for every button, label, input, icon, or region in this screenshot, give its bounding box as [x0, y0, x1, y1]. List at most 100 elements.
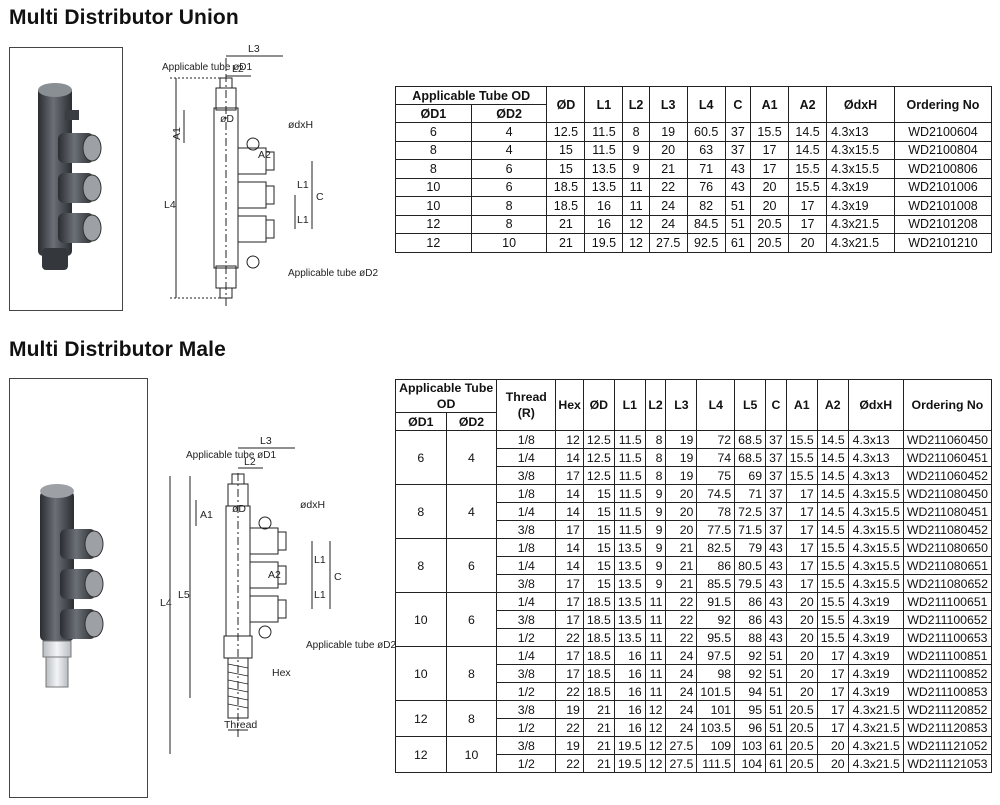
table-cell: 27.5 [665, 736, 698, 755]
table-cell: 15 [546, 159, 586, 179]
table-cell: 15.5 [785, 448, 818, 467]
table-cell: 51 [724, 196, 752, 216]
table-cell: WD2101006 [893, 177, 993, 197]
table-cell: WD2101210 [893, 233, 993, 253]
table-cell: 15 [582, 538, 615, 557]
table-cell: 43 [765, 538, 787, 557]
table-cell: 18.5 [582, 682, 615, 701]
table-cell: 37 [765, 448, 787, 467]
dim-dxh: ødxH [300, 499, 325, 511]
dim-a2: A2 [258, 149, 271, 161]
table-cell: 1/4 [496, 448, 557, 467]
table-cell: 14.5 [788, 140, 828, 160]
table-cell: 14.5 [816, 466, 849, 485]
table-cell: 60.5 [686, 122, 726, 142]
table-cell: 76 [686, 177, 726, 197]
table-cell: 1/4 [496, 556, 557, 575]
table-cell: 21 [582, 718, 615, 737]
table-cell: 4.3x15.5 [847, 520, 904, 539]
table-cell: 11.5 [613, 502, 646, 521]
table-cell: 13.5 [613, 556, 646, 575]
table-cell: 20 [665, 502, 698, 521]
table-cell: 91.5 [696, 592, 736, 611]
table-cell: 79 [734, 538, 767, 557]
table-cell: 16 [613, 664, 646, 683]
table-cell: 14 [555, 502, 584, 521]
table-cell: 3/8 [496, 466, 557, 485]
spec-table-male: Applicable Tube OD Thread (R) Hex ØD L1 … [394, 379, 993, 773]
table-cell: 15.5 [816, 574, 849, 593]
label-thread: Thread [224, 719, 257, 731]
table-cell: 8 [622, 122, 650, 142]
table-cell-od1: 8 [395, 484, 447, 539]
table-cell: 18.5 [546, 177, 586, 197]
table-cell: 8 [470, 214, 548, 234]
table-cell: 11.5 [613, 430, 646, 449]
table-cell: 8 [644, 466, 667, 485]
table-cell: 4.3x13 [847, 466, 904, 485]
table-cell: 8 [644, 448, 667, 467]
table-cell: 12.5 [546, 122, 586, 142]
table-cell: 20 [816, 754, 849, 773]
table-cell: 9 [622, 159, 650, 179]
table-cell-od1: 8 [395, 538, 447, 593]
table-cell: 4.3x19 [847, 628, 904, 647]
table-cell: 11 [644, 646, 667, 665]
table-cell: 37 [765, 502, 787, 521]
table-cell: 63 [686, 140, 726, 160]
table-cell: 20.5 [785, 754, 818, 773]
table-cell: 95 [734, 700, 767, 719]
dim-l2: L2 [232, 63, 244, 75]
table-cell: 10 [395, 196, 472, 216]
table-cell: 109 [696, 736, 736, 755]
table-cell: 111.5 [696, 754, 736, 773]
table-cell: 72.5 [734, 502, 767, 521]
table-cell: 17 [788, 196, 828, 216]
table-cell: 4.3x19 [847, 682, 904, 701]
table-cell: 13.5 [613, 610, 646, 629]
table-cell: 4.3x19 [826, 196, 895, 216]
table-cell: 13.5 [613, 538, 646, 557]
table-cell: 14 [555, 538, 584, 557]
table-cell: 74.5 [696, 484, 736, 503]
table-cell: 9 [622, 140, 650, 160]
table-cell: 14.5 [816, 520, 849, 539]
table-cell: 21 [582, 700, 615, 719]
table-cell: 6 [470, 177, 548, 197]
table-cell: 17 [785, 520, 818, 539]
table-cell: 84.5 [686, 214, 726, 234]
dim-a2: A2 [268, 569, 281, 581]
table-cell: 11 [644, 610, 667, 629]
table-cell: 11.5 [584, 122, 624, 142]
table-cell: 12 [555, 430, 584, 449]
table-cell: 15.5 [750, 122, 790, 142]
table-cell: 4 [470, 140, 548, 160]
table-cell: 17 [816, 646, 849, 665]
table-cell: 51 [765, 664, 787, 683]
table-cell: 15.5 [816, 592, 849, 611]
table-cell: 20.5 [785, 700, 818, 719]
dim-c: C [334, 571, 342, 583]
table-cell: 20 [816, 736, 849, 755]
section-title-union: Multi Distributor Union [9, 6, 239, 29]
header-thread: Thread (R) [496, 379, 557, 431]
table-cell: 21 [546, 214, 586, 234]
table-cell: 12 [395, 214, 472, 234]
label-hex: Hex [272, 667, 291, 679]
table-cell-od1: 6 [395, 430, 447, 485]
label-d2: Applicable tube øD2 [306, 640, 396, 651]
table-cell: 4.3x13 [847, 430, 904, 449]
table-cell: 71.5 [734, 520, 767, 539]
table-cell: 21 [648, 159, 688, 179]
table-cell: 17 [555, 610, 584, 629]
table-cell: 16 [613, 646, 646, 665]
table-cell: 21 [665, 556, 698, 575]
table-cell: 22 [555, 628, 584, 647]
